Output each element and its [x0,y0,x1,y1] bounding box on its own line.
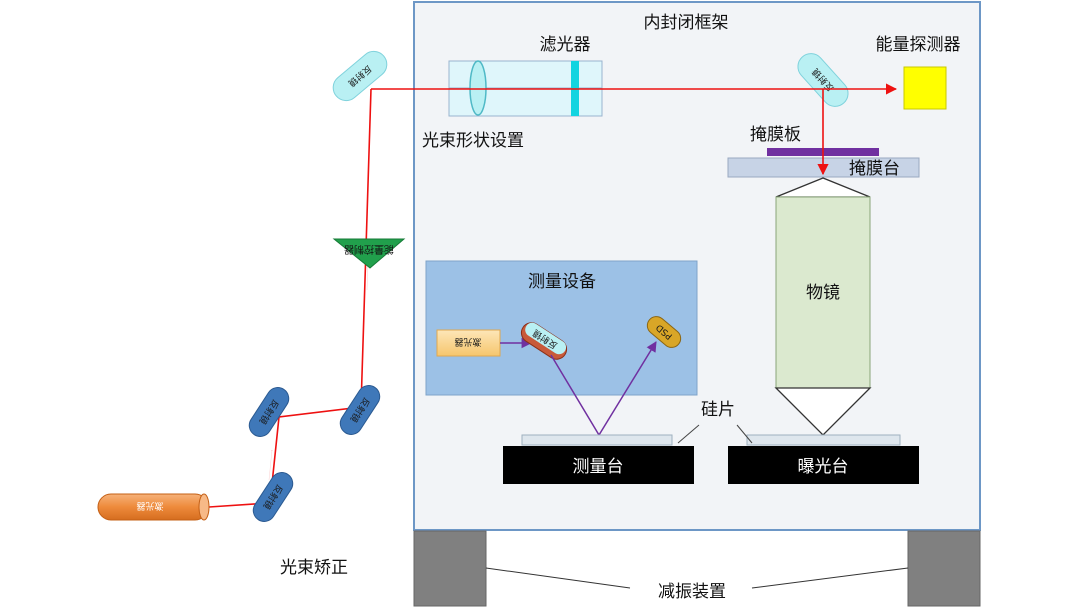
measure-stage-label: 测量台 [573,457,624,477]
mask-stage-label: 掩膜台 [849,159,900,179]
mirror-lower-2: 反射镜 [248,387,290,437]
mirror-lower-1: 反射镜 [252,472,294,522]
wafer-leader-left [677,424,700,444]
measurement-device-label: 测量设备 [528,272,596,292]
objective-label: 物镜 [806,283,840,303]
psd: PSD [646,316,682,348]
beam-shaping-label: 光束形状设置 [422,131,524,151]
mask-plate-label: 掩膜板 [750,125,801,145]
filter-label: 滤光器 [540,35,591,55]
laser-source: 激光器 [97,493,210,521]
wafer-leader-right [736,424,753,444]
meas-mirror: 反射镜 [520,322,568,360]
mirror-lower-3: 反射镜 [339,385,381,435]
damper-left [413,530,487,607]
exposure-stage [728,446,919,484]
beam-arrow-right-1 [299,407,355,415]
inner-frame-label: 内封闭框架 [644,13,729,33]
meas-beam-up [598,341,657,436]
vibration-damping-label: 减振装置 [658,582,726,602]
wafer-measure [521,434,673,446]
energy-detector-label: 能量探测器 [876,35,961,55]
svg-text:激光器: 激光器 [136,500,163,512]
main-beam-lower [208,88,372,508]
meas-laser: 激光器 [436,329,501,357]
shaping-lens [469,60,487,116]
energy-controller: 能量控制器 [332,238,406,269]
beam-correction-label: 光束矫正 [280,558,348,578]
svg-text:能量控制器: 能量控制器 [344,243,394,256]
mirror-top-left: 反射镜 [332,50,388,102]
svg-text:激光器: 激光器 [454,336,481,348]
damper-right [907,530,981,607]
beam-arrow-up-1 [268,449,273,481]
meas-beam-down [550,354,600,436]
damper-leader-left [485,567,631,589]
measure-stage [503,446,694,484]
energy-detector [903,66,947,110]
exposure-stage-label: 曝光台 [798,457,849,477]
silicon-wafer-label: 硅片 [701,400,735,420]
objective [775,196,871,389]
wafer-exposure [746,434,901,446]
beam-arrow-up-3 [369,97,372,131]
objective-bottom-cone [774,387,872,436]
damper-leader-right [751,567,909,589]
